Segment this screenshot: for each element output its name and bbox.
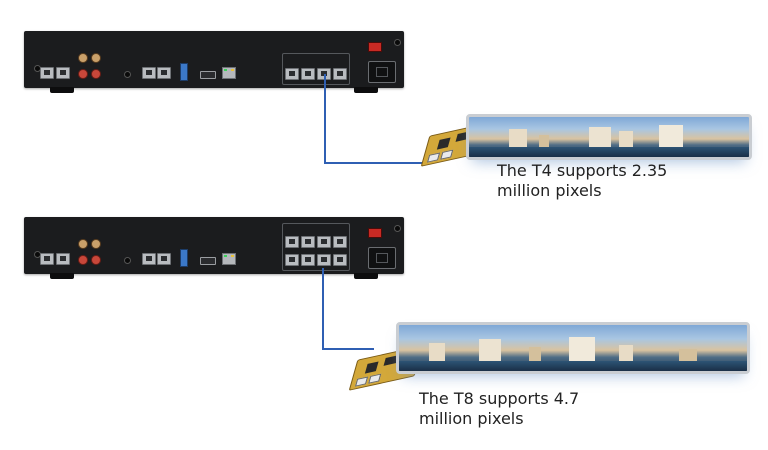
indicator-dot: [124, 257, 131, 264]
output-port: [317, 254, 331, 266]
cable: [322, 348, 374, 350]
controller-t4: [24, 31, 404, 93]
output-port: [301, 68, 315, 80]
audio-jack: [91, 255, 101, 265]
device-foot: [50, 87, 74, 93]
audio-jack: [78, 53, 88, 63]
ethernet-port: [222, 67, 236, 79]
output-port: [285, 254, 299, 266]
output-port: [301, 236, 315, 248]
hdmi-port: [200, 71, 216, 79]
led-display: [396, 322, 750, 374]
audio-jack: [91, 53, 101, 63]
ethernet-port: [222, 253, 236, 265]
audio-jack: [91, 69, 101, 79]
screw: [394, 39, 401, 46]
output-port-block: [282, 53, 350, 85]
led-display: [466, 114, 752, 160]
ethernet-port: [142, 253, 156, 265]
usb-port: [180, 249, 188, 267]
device-foot: [354, 87, 378, 93]
indicator-dot: [124, 71, 131, 78]
audio-jack: [91, 239, 101, 249]
cable: [324, 162, 430, 164]
power-socket: [368, 247, 396, 269]
ethernet-port: [56, 253, 70, 265]
ethernet-port: [40, 253, 54, 265]
power-socket: [368, 61, 396, 83]
t8-caption: The T8 supports 4.7 million pixels: [419, 389, 580, 428]
output-port: [301, 254, 315, 266]
audio-jack: [78, 255, 88, 265]
hdmi-port: [200, 257, 216, 265]
t4-caption: The T4 supports 2.35 million pixels: [497, 161, 668, 200]
ethernet-port: [157, 253, 171, 265]
output-port: [317, 236, 331, 248]
output-port: [333, 68, 347, 80]
device-foot: [50, 273, 74, 279]
output-port: [285, 236, 299, 248]
output-port: [333, 254, 347, 266]
audio-jack: [78, 239, 88, 249]
usb-port: [180, 63, 188, 81]
output-port-block: [282, 223, 350, 271]
cable: [322, 268, 324, 350]
power-switch: [368, 42, 382, 52]
ethernet-port: [142, 67, 156, 79]
controller-t8: [24, 217, 404, 279]
ethernet-port: [56, 67, 70, 79]
screw: [394, 225, 401, 232]
power-switch: [368, 228, 382, 238]
output-port: [285, 68, 299, 80]
device-foot: [354, 273, 378, 279]
cable: [324, 74, 326, 164]
audio-jack: [78, 69, 88, 79]
output-port: [333, 236, 347, 248]
ethernet-port: [40, 67, 54, 79]
ethernet-port: [157, 67, 171, 79]
